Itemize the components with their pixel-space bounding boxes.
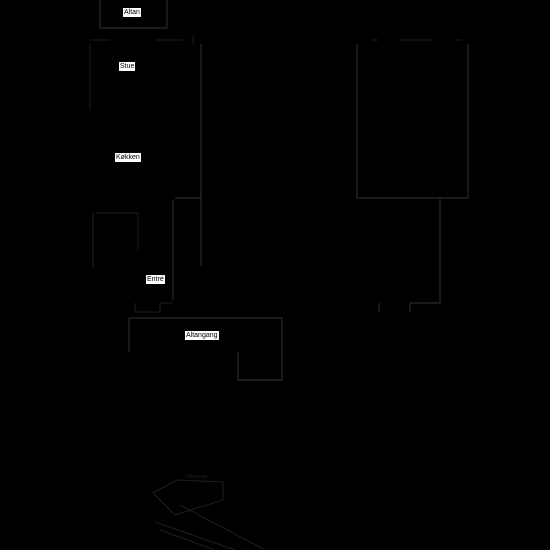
room-label-entre: Entré	[146, 275, 165, 284]
wall-right-lower	[378, 198, 441, 312]
wall-entre-bottom	[134, 302, 173, 313]
label-cykelsmo: Cykelsmø	[185, 474, 208, 480]
wall-altan	[99, 0, 168, 29]
wall-cykelsmo	[152, 479, 224, 516]
room-label-altangang: Altangang	[185, 331, 219, 340]
wall-kitchen-bottom	[175, 197, 202, 266]
ramp-lines	[154, 504, 266, 550]
wall-altangang	[128, 317, 283, 381]
wall-bath	[92, 212, 139, 268]
room-label-altan: Altan	[123, 8, 141, 17]
room-label-kokken: Køkken	[115, 153, 141, 162]
wall-stue-top	[90, 36, 194, 44]
room-label-stue: Stue	[119, 62, 136, 71]
wall-right-block	[356, 44, 469, 199]
